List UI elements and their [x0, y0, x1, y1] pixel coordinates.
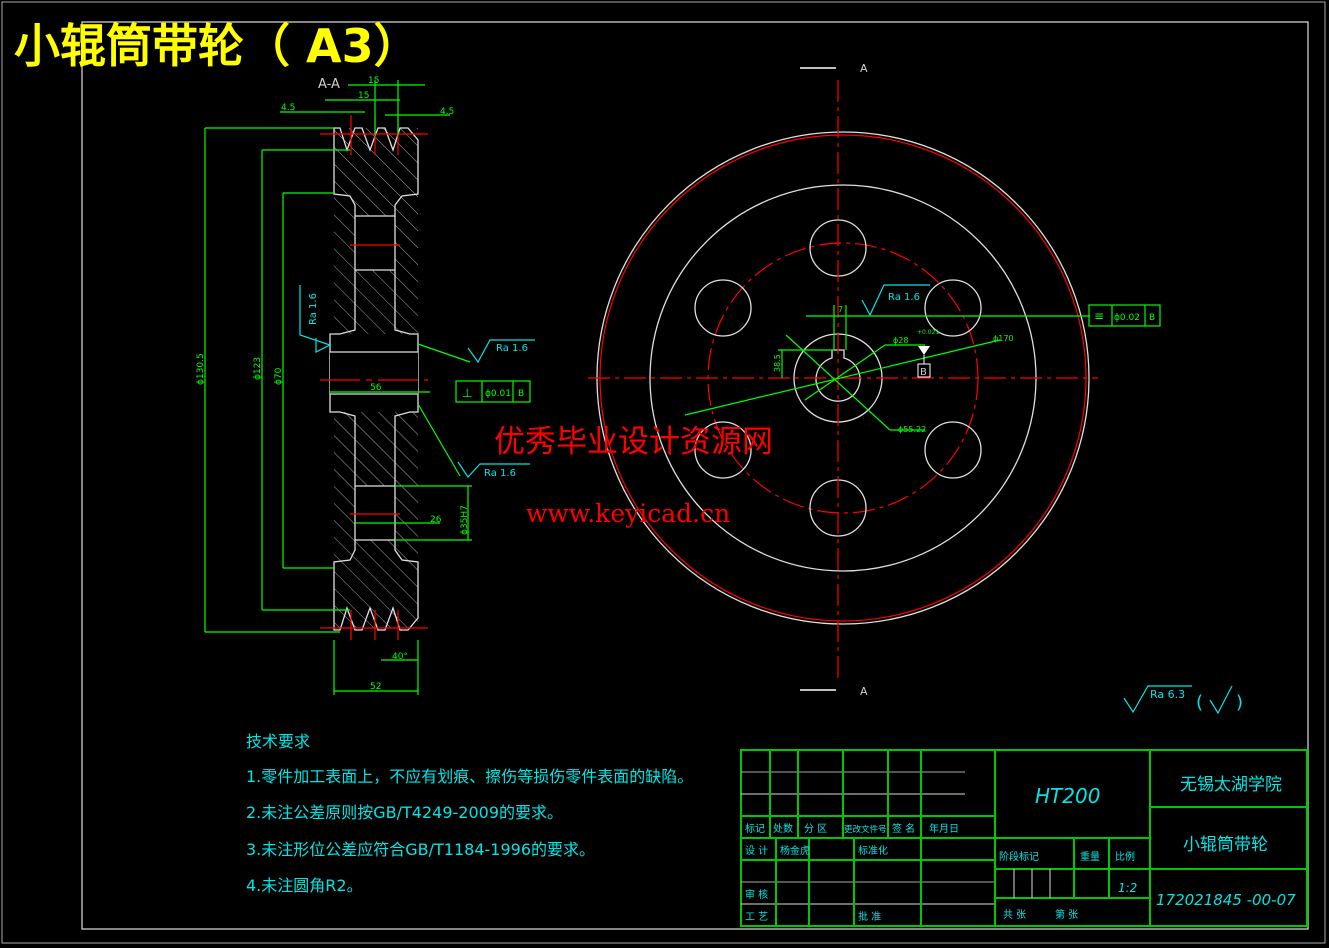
perpendicularity-frame: ⊥ ϕ0.01 B: [455, 380, 531, 403]
svg-text:ϕ0.02: ϕ0.02: [1114, 313, 1140, 323]
general-roughness: Ra 6.3 ( ): [1123, 685, 1243, 715]
front-dimensions: Ra 1.6 7 38.5 ϕ28 +0.021 ϕ170 ϕ55.22 B ≡…: [684, 284, 1161, 434]
label-design: 设 计: [745, 844, 768, 857]
dim-hub-width: 56: [370, 383, 382, 393]
part-name: 小辊筒带轮: [1183, 835, 1268, 855]
label-count: 处数: [773, 822, 793, 835]
label-sheet-no: 第 张: [1055, 908, 1078, 921]
symmetry-frame: ≡ ϕ0.02 B: [1088, 304, 1161, 327]
section-view: [320, 115, 428, 640]
dim-keyway-depth: 38.5: [773, 354, 782, 372]
label-standardize: 标准化: [858, 844, 888, 857]
label-stage-mark: 阶段标记: [999, 850, 1039, 863]
dim-hub-diameter: ϕ55.22: [898, 425, 926, 434]
tech-item: 2.未注公差原则按GB/T4249-2009的要求。: [246, 803, 563, 822]
label-weight: 重量: [1080, 850, 1100, 863]
drawing-frame: [81, 21, 1309, 930]
front-view: A A: [588, 62, 1098, 698]
dim-bore-tol: +0.021: [917, 329, 939, 336]
svg-text:B: B: [518, 389, 524, 399]
svg-text:⊥: ⊥: [462, 386, 472, 400]
dim-keyway-width: 7: [838, 305, 843, 314]
roughness-1: Ra 1.6: [496, 343, 528, 354]
svg-text:≡: ≡: [1094, 309, 1104, 323]
label-approve: 批 准: [858, 910, 881, 923]
dim-total-width: 52: [370, 682, 381, 692]
svg-text:B: B: [1149, 313, 1155, 323]
label-total-sheets: 共 张: [1003, 909, 1026, 921]
section-label: A-A: [318, 77, 340, 92]
label-date: 年月日: [929, 822, 959, 835]
svg-text:(: (: [1196, 692, 1203, 713]
material: HT200: [1035, 784, 1100, 808]
cut-label-top: A: [860, 62, 868, 75]
cut-label-bottom: A: [860, 685, 868, 698]
roughness-2: Ra 1.6: [484, 468, 516, 479]
dim-edge-left: 4.5: [281, 103, 295, 113]
title-block: HT200 无锡太湖学院 小辊筒带轮 172021845 -00-07 1:2 …: [740, 749, 1308, 927]
datum-b: B: [920, 367, 927, 378]
tech-item: 4.未注圆角R2。: [246, 876, 363, 895]
dim-bore-width: 26: [430, 515, 442, 525]
scale: 1:2: [1118, 881, 1137, 895]
tech-title: 技术要求: [246, 732, 310, 751]
label-process: 工 艺: [745, 911, 768, 923]
label-mark: 标记: [745, 823, 765, 835]
dim-groove-pitch-top: 15: [368, 76, 379, 86]
drawing-number: 172021845 -00-07: [1156, 891, 1296, 909]
label-signature: 签 名: [892, 822, 915, 835]
front-roughness: Ra 1.6: [888, 292, 920, 303]
watermark-url: www.keyicad.cn: [526, 499, 730, 528]
dim-pitch-circle: ϕ170: [993, 334, 1014, 343]
dim-outer-diameter: ϕ130.5: [196, 353, 206, 385]
tech-requirements: 技术要求 1.零件加工表面上，不应有划痕、擦伤等损伤零件表面的缺陷。 2.未注公…: [246, 732, 693, 895]
dim-bore: ϕ28: [893, 336, 908, 345]
label-change-doc: 更改文件号: [844, 824, 887, 835]
label-review: 审 核: [745, 888, 768, 901]
dim-groove-pitch-2: 15: [358, 91, 369, 101]
dim-diameter-3: ϕ70: [274, 367, 284, 385]
dim-groove-angle: 40°: [392, 652, 408, 662]
dim-diameter-2: ϕ123: [253, 357, 263, 380]
svg-text:Ra 6.3: Ra 6.3: [1150, 688, 1185, 701]
tech-item: 1.零件加工表面上，不应有划痕、擦伤等损伤零件表面的缺陷。: [246, 767, 693, 786]
school-name: 无锡太湖学院: [1180, 775, 1282, 795]
designer-name: 杨金虎: [780, 844, 810, 857]
label-ratio: 比例: [1115, 850, 1135, 863]
tech-item: 3.未注形位公差应符合GB/T1184-1996的要求。: [246, 840, 595, 859]
roughness-hub-side: Ra 1.6: [308, 293, 319, 325]
svg-text:): ): [1236, 692, 1243, 713]
svg-text:ϕ0.01: ϕ0.01: [485, 389, 511, 399]
watermark-title: 优秀毕业设计资源网: [494, 424, 773, 460]
drawing-title: 小辊筒带轮（ A3）: [14, 19, 420, 73]
label-zone: 分 区: [804, 823, 827, 835]
dim-edge-right: 4.5: [440, 107, 454, 117]
section-dimensions: 15 15 4.5 4.5 ϕ130.5 ϕ123 ϕ70 56 26 ϕ35H…: [196, 76, 535, 695]
dim-bore-diameter: ϕ35H7: [460, 505, 470, 535]
